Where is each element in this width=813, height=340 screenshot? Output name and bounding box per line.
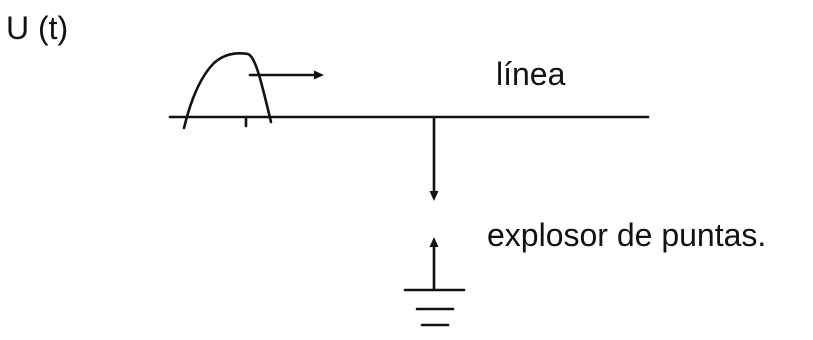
- signal-label: U (t): [6, 10, 69, 46]
- spark-gap-label: explosor de puntas.: [487, 217, 767, 253]
- propagation-arrowhead: [314, 70, 324, 80]
- upper-electrode-tip: [429, 191, 439, 201]
- ground-icon: [403, 288, 466, 327]
- voltage-wave: [182, 51, 273, 130]
- lower-electrode-tip: [429, 237, 439, 247]
- line-label: línea: [496, 56, 566, 92]
